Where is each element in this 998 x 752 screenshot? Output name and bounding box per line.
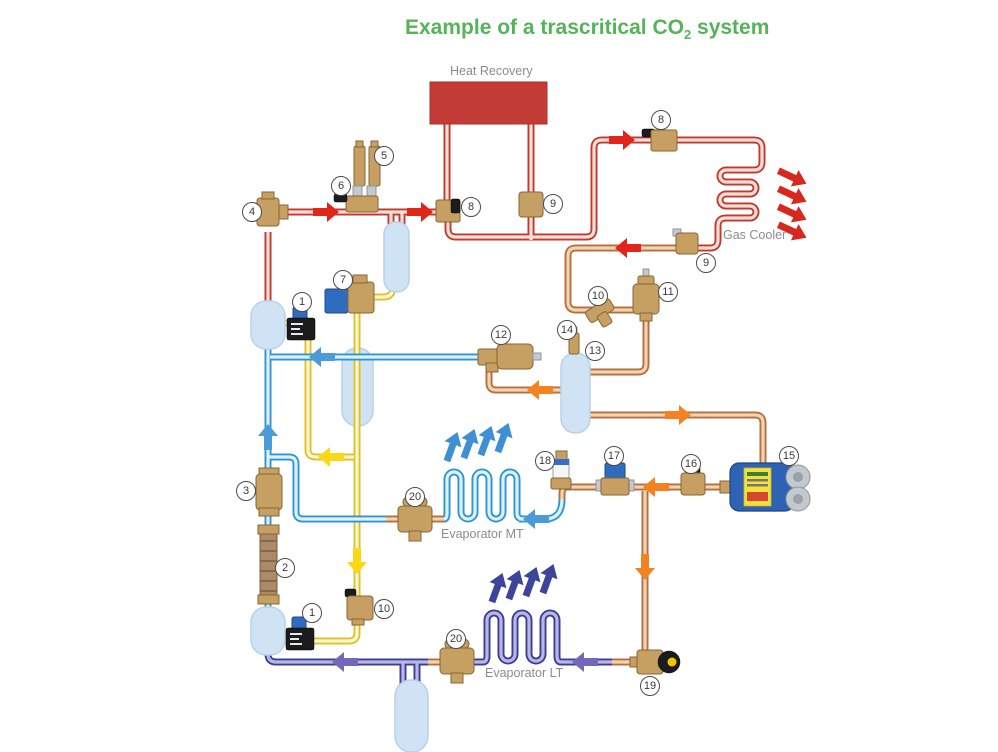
oil-valve-10-bottom (344, 588, 374, 626)
title-suffix: system (691, 16, 770, 39)
flow-arrows (258, 130, 691, 672)
air-arrow (776, 221, 807, 241)
label-gas-cooler: Gas Cooler (723, 228, 787, 242)
flow-arrow-left (309, 347, 335, 367)
flow-arrow-down (635, 554, 655, 580)
component-badge-9: 9 (696, 253, 716, 273)
flow-arrow-left (332, 652, 358, 672)
component-badge-3: 3 (236, 481, 256, 501)
component-badge-19: 19 (640, 676, 660, 696)
flow-arrow-left (527, 380, 553, 400)
air-arrow (776, 203, 807, 223)
manifold-valve-6 (333, 185, 379, 213)
flow-arrow-up (258, 424, 278, 450)
flow-arrow-right (313, 202, 339, 222)
flow-arrow-left (572, 652, 598, 672)
component-badge-20: 20 (405, 487, 425, 507)
component-badge-17: 17 (604, 446, 624, 466)
air-arrow (443, 431, 462, 463)
check-valve-4 (256, 191, 289, 227)
component-badge-20: 20 (446, 629, 466, 649)
component-badge-4: 4 (242, 202, 262, 222)
pressure-switch-1-bottom (285, 616, 315, 651)
label-evaporator-lt: Evaporator LT (485, 666, 564, 680)
safety-valve-pair-5 (353, 140, 381, 187)
valve-9-right (672, 228, 699, 255)
label-heat-recovery: Heat Recovery (450, 64, 533, 78)
oil-separator-vessel (383, 221, 410, 293)
air-arrow (505, 569, 524, 601)
title-subscript: 2 (683, 27, 692, 43)
component-badge-8: 8 (651, 110, 671, 130)
component-badge-9: 9 (543, 194, 563, 214)
solenoid-valve-7 (324, 274, 375, 314)
label-evaporator-mt: Evaporator MT (441, 527, 524, 541)
title-prefix: Example of a trascritical CO (405, 16, 684, 39)
component-badge-15: 15 (779, 446, 799, 466)
vibration-hose-2 (257, 524, 280, 605)
component-badge-1: 1 (302, 603, 322, 623)
component-badge-5: 5 (374, 146, 394, 166)
air-arrow (776, 167, 807, 187)
lt-accumulator-vessel (394, 679, 429, 752)
liquid-pipes (384, 244, 767, 666)
flow-arrow-right (609, 130, 635, 150)
ball-valve-8-left (435, 198, 461, 223)
ball-valve-8-right (641, 128, 678, 152)
air-arrow (522, 566, 541, 598)
bypass-valve-12 (477, 343, 542, 373)
filter-drier (719, 462, 811, 512)
air-arrow (539, 563, 558, 595)
component-badge-8: 8 (461, 197, 481, 217)
component-badge-11: 11 (658, 282, 678, 302)
component-badge-14: 14 (557, 320, 577, 340)
flash-tank-vessel (560, 352, 591, 434)
hp-expansion-valve-11 (632, 268, 660, 322)
flow-arrow-left (643, 477, 669, 497)
component-badge-13: 13 (585, 341, 605, 361)
component-badge-1: 1 (292, 292, 312, 312)
air-arrow (776, 185, 807, 205)
air-arrow (488, 572, 507, 604)
heat-recovery-block (429, 81, 548, 125)
air-arrow (477, 425, 496, 457)
page-title: Example of a trascritical CO2 system (405, 16, 769, 42)
regulating-valve-20-mt (397, 496, 433, 542)
component-badge-10: 10 (374, 599, 394, 619)
component-badge-10: 10 (588, 286, 608, 306)
component-badge-7: 7 (333, 270, 353, 290)
flow-arrow-left (523, 509, 549, 529)
component-badge-12: 12 (491, 325, 511, 345)
component-badge-18: 18 (535, 451, 555, 471)
flow-arrow-left (318, 447, 344, 467)
flow-arrow-down (347, 548, 367, 574)
discharge-muffler (250, 300, 286, 350)
ball-valve-3 (255, 467, 283, 517)
suction-muffler (250, 606, 286, 656)
component-badge-6: 6 (331, 176, 351, 196)
sight-glass-18 (550, 450, 572, 490)
component-badge-2: 2 (275, 558, 295, 578)
flow-arrow-right (407, 202, 433, 222)
air-arrow (494, 422, 513, 454)
air-flow-arrows (443, 167, 807, 604)
air-arrow (460, 428, 479, 460)
flow-arrow-right (665, 405, 691, 425)
component-badge-16: 16 (681, 454, 701, 474)
flow-arrow-left (615, 238, 641, 258)
shutoff-valve-19 (629, 649, 681, 675)
